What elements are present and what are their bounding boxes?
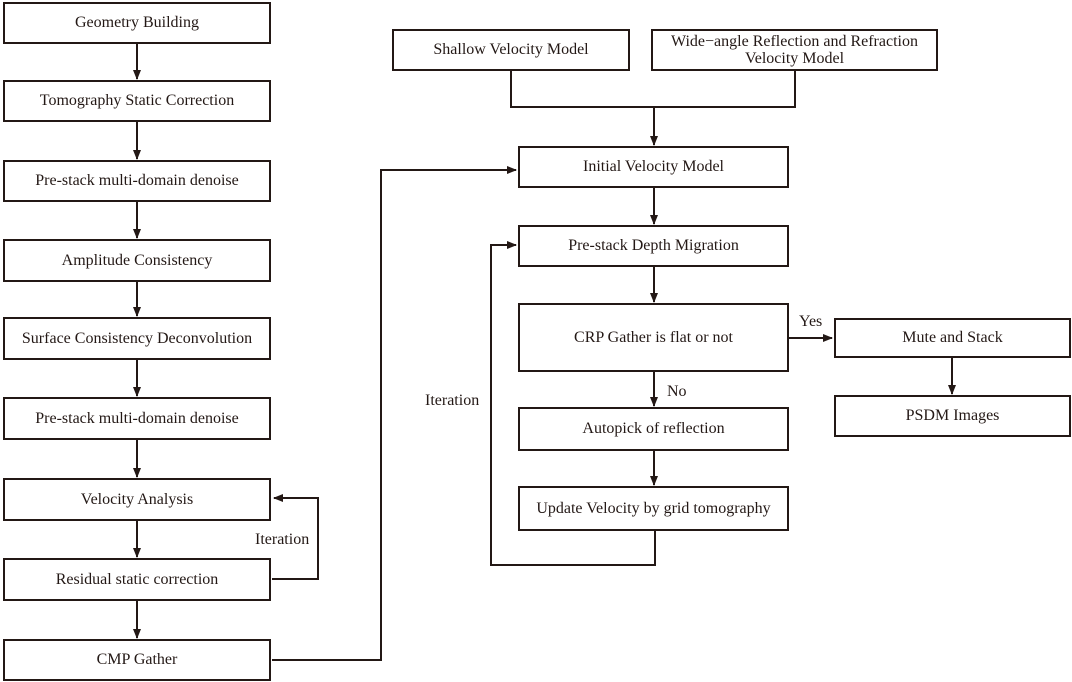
iteration-label-right-loop: Iteration xyxy=(425,392,480,409)
box-label: Initial Velocity Model xyxy=(582,158,724,175)
box-crp-gather-decision: CRP Gather is flat or not xyxy=(518,303,789,372)
box-prestack-denoise-1: Pre-stack multi-domain denoise xyxy=(3,160,271,202)
box-tomography-static-correction: Tomography Static Correction xyxy=(3,80,271,122)
connector-cmp-to-initial-model xyxy=(272,166,517,661)
loop-residual-to-velocity xyxy=(272,494,319,580)
box-shallow-velocity-model: Shallow Velocity Model xyxy=(392,29,630,71)
box-label: CRP Gather is flat or not xyxy=(574,328,733,346)
box-autopick-reflection: Autopick of reflection xyxy=(518,407,789,451)
box-label: CMP Gather xyxy=(96,651,178,668)
box-initial-velocity-model: Initial Velocity Model xyxy=(518,146,789,188)
box-residual-static-correction: Residual static correction xyxy=(3,558,271,601)
box-label: Mute and Stack xyxy=(902,329,1003,346)
box-label: Velocity Analysis xyxy=(80,490,194,508)
box-velocity-analysis: Velocity Analysis xyxy=(3,478,271,521)
box-surface-consistency-deconvolution: Surface Consistency Deconvolution xyxy=(3,317,271,360)
box-label: Pre-stack Depth Migration xyxy=(568,237,739,254)
box-cmp-gather: CMP Gather xyxy=(3,639,271,681)
box-prestack-denoise-2: Pre-stack multi-domain denoise xyxy=(3,397,271,440)
box-label: Tomography Static Correction xyxy=(39,92,235,109)
box-label: Surface Consistency Deconvolution xyxy=(21,329,253,347)
box-label: Wide−angle Reflection and Refraction Vel… xyxy=(671,33,918,67)
iteration-label-left-loop: Iteration xyxy=(255,531,310,548)
yes-label: Yes xyxy=(799,313,823,330)
box-label: Residual static correction xyxy=(55,570,219,588)
box-amplitude-consistency: Amplitude Consistency xyxy=(3,239,271,282)
no-label: No xyxy=(667,383,687,400)
box-mute-and-stack: Mute and Stack xyxy=(834,318,1071,358)
box-label: Autopick of reflection xyxy=(582,420,725,437)
box-label: PSDM Images xyxy=(905,407,1000,424)
box-label: Shallow Velocity Model xyxy=(433,41,589,58)
loop-update-to-psdm xyxy=(490,241,656,566)
box-update-velocity: Update Velocity by grid tomography xyxy=(518,486,789,531)
box-label: Amplitude Consistency xyxy=(61,251,213,269)
box-label: Update Velocity by grid tomography xyxy=(536,499,771,517)
box-prestack-depth-migration: Pre-stack Depth Migration xyxy=(518,225,789,267)
box-label: Geometry Building xyxy=(75,14,199,31)
box-label: Pre-stack multi-domain denoise xyxy=(35,172,239,189)
box-wide-angle-velocity-model: Wide−angle Reflection and Refraction Vel… xyxy=(651,29,938,71)
box-geometry-building: Geometry Building xyxy=(3,2,271,44)
box-label: Pre-stack multi-domain denoise xyxy=(35,409,239,427)
box-psdm-images: PSDM Images xyxy=(834,395,1071,437)
